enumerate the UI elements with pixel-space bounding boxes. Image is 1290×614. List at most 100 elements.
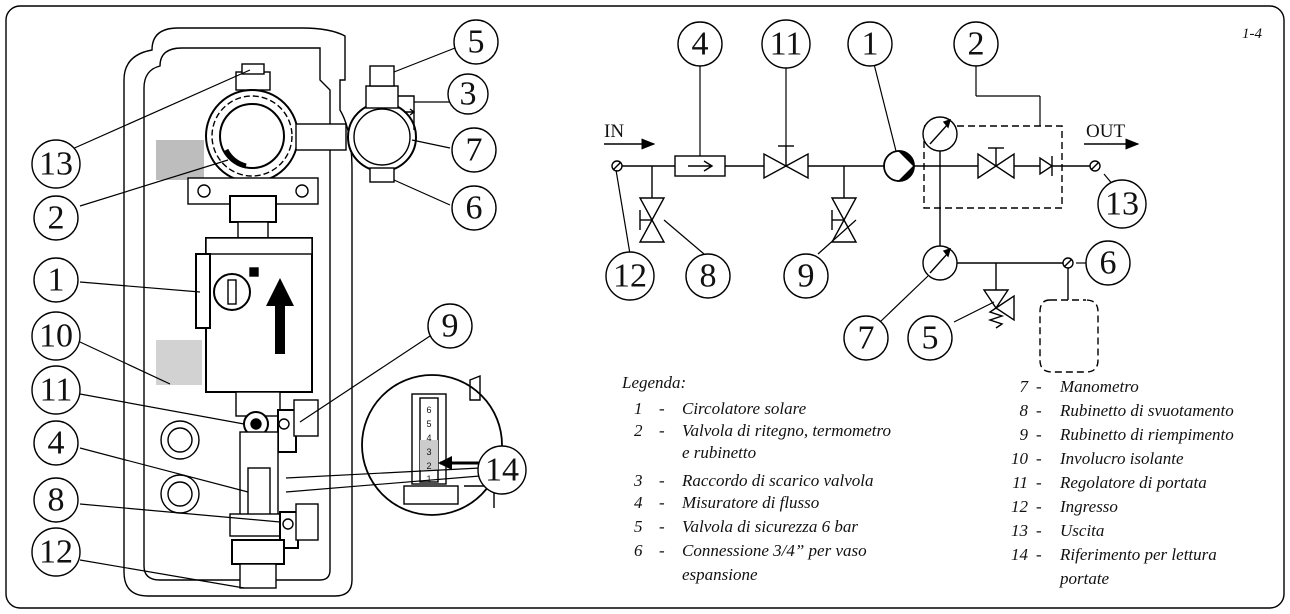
pump-indicator (249, 267, 259, 277)
scale-label: 2 (426, 461, 431, 471)
outlet-fitting (241, 63, 265, 75)
svg-text:11: 11 (40, 372, 73, 409)
svg-text:4: 4 (48, 425, 65, 462)
callout-14: 14 (477, 445, 527, 495)
legend-left-column: 1-Circolatore solare 2-Valvola di ritegn… (633, 399, 891, 584)
schematic-callout-13: 13 (1097, 179, 1147, 229)
scale-label: 6 (426, 405, 431, 415)
legend-item: -Rubinetto di svuotamento (1036, 401, 1234, 420)
schematic-manometer (922, 245, 958, 281)
svg-text:10: 10 (39, 318, 73, 355)
schematic-callout-2: 2 (953, 21, 999, 67)
svg-text:8: 8 (700, 258, 717, 295)
drain-tap-connector (295, 503, 319, 541)
legend-item-cont: espansione (682, 565, 758, 584)
inlet-nut (231, 539, 285, 565)
shell-hole (167, 427, 193, 453)
svg-text:9: 9 (798, 258, 815, 295)
schematic-callout-9: 9 (783, 253, 829, 299)
svg-text:8: 8 (48, 482, 65, 519)
svg-text:5: 5 (468, 24, 485, 61)
inlet-pipe (239, 563, 277, 589)
hydraulic-schematic (604, 116, 1140, 373)
callout-6: 6 (451, 185, 497, 231)
legend-num: 12 (1011, 497, 1029, 516)
schematic-group-2 (923, 125, 1063, 209)
figure-frame (5, 5, 1285, 609)
svg-text:1: 1 (48, 262, 65, 299)
legend-item: 3-Raccordo di scarico valvola (633, 471, 874, 490)
schematic-pump-direction (897, 150, 915, 182)
safety-valve-body-inner (353, 108, 411, 166)
schematic-safety-spring (987, 307, 1005, 329)
flowmeter-tube (247, 467, 271, 517)
union-nut (229, 195, 277, 223)
svg-text:6: 6 (466, 190, 483, 227)
thermometer-scale-mark (223, 148, 247, 169)
flow-regulator-center (250, 418, 262, 430)
legend-num: 13 (1011, 521, 1028, 540)
pump-top (205, 237, 313, 255)
callout-13: 13 (31, 139, 81, 189)
svg-text:7: 7 (858, 320, 875, 357)
in-label: IN (604, 121, 624, 142)
svg-text:13: 13 (39, 146, 73, 183)
svg-text:12: 12 (39, 534, 73, 571)
flowmeter-magnifier (361, 374, 504, 516)
callout-3: 3 (447, 73, 489, 115)
callout-11: 11 (31, 365, 81, 415)
svg-text:9: 9 (442, 308, 459, 345)
drain-arrow (404, 108, 416, 116)
shell-cavity (156, 340, 202, 385)
legend-item: 1-Circolatore solare (634, 399, 807, 418)
thermometer-knob-ridge (211, 95, 293, 177)
legend-title: Legenda: (621, 373, 686, 392)
callout-10: 10 (31, 311, 81, 361)
pump-selector-slot (227, 279, 237, 305)
schematic-callout-7: 7 (843, 315, 889, 361)
legend-item: -Involucro isolante (1036, 449, 1184, 468)
insulating-shell (123, 27, 353, 597)
svg-text:12: 12 (613, 258, 647, 295)
scale-label: 4 (426, 433, 431, 443)
flow-direction-arrowhead (266, 278, 294, 306)
scale-label: 3 (426, 447, 431, 457)
schematic-expansion-vessel (1039, 299, 1099, 373)
svg-text:2: 2 (968, 26, 985, 63)
magnified-float (420, 440, 438, 470)
magnified-nut (403, 485, 459, 505)
legend-num: 14 (1011, 545, 1029, 564)
schematic-callouts: 4 11 1 2 13 12 8 9 6 7 5 (605, 19, 1147, 361)
schematic-callout-11: 11 (761, 19, 811, 69)
photo-callouts: 5 3 13 7 2 6 1 10 9 11 4 14 8 12 (31, 19, 527, 577)
legend-num: 8 (1020, 401, 1029, 420)
svg-text:2: 2 (48, 200, 65, 237)
drain-body (229, 513, 287, 537)
callout-4: 4 (33, 420, 79, 466)
expansion-connection (369, 167, 395, 183)
svg-text:4: 4 (692, 26, 709, 63)
legend-num: 11 (1012, 473, 1028, 492)
legend-num: 7 (1020, 377, 1030, 396)
svg-text:11: 11 (770, 26, 803, 63)
schematic-safety-valve (982, 289, 1010, 310)
legend-item: 2-Valvola di ritegno, termometro (634, 421, 891, 440)
schematic-flowmeter-arrow (688, 160, 714, 172)
callout-8: 8 (33, 477, 79, 523)
bracket-hole (295, 184, 309, 198)
safety-valve-body (347, 102, 417, 172)
drain-tap-screw (282, 518, 294, 530)
magnified-fitting (469, 374, 481, 401)
fill-tap (277, 409, 297, 453)
safety-valve-cap (369, 65, 395, 87)
schematic-callout-6: 6 (1085, 240, 1131, 286)
bracket-hole (197, 184, 211, 198)
legend-item-cont: e rubinetto (682, 443, 756, 462)
svg-text:6: 6 (1100, 245, 1117, 282)
drain-outlet (398, 95, 415, 130)
legend-item: -Uscita (1036, 521, 1104, 540)
safety-valve-top (365, 85, 399, 109)
callout-1: 1 (33, 257, 79, 303)
